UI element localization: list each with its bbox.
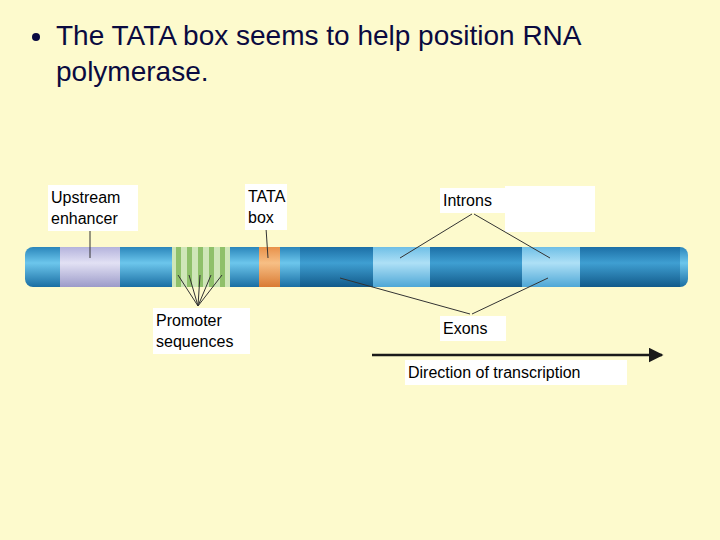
part-label: TATA box bbox=[245, 184, 287, 230]
promoter-stripe bbox=[220, 247, 225, 287]
bullet bbox=[32, 33, 40, 41]
intron-segment bbox=[522, 247, 580, 287]
leader-line bbox=[90, 228, 91, 258]
dna-bar bbox=[25, 247, 688, 287]
tata-segment bbox=[259, 247, 280, 287]
promoter-segment bbox=[172, 247, 230, 287]
part-label: Direction of transcription bbox=[405, 360, 627, 385]
slide-title: The TATA box seems to help position RNA … bbox=[56, 18, 656, 90]
exon-segment bbox=[300, 247, 373, 287]
promoter-stripe bbox=[176, 247, 181, 287]
leader-line bbox=[474, 214, 550, 258]
intron-segment bbox=[373, 247, 430, 287]
leader-line bbox=[178, 275, 198, 306]
leader-line bbox=[400, 214, 472, 258]
leader-line bbox=[472, 278, 548, 314]
leader-line bbox=[266, 228, 268, 258]
part-label: Upstream enhancer bbox=[48, 185, 138, 231]
leader-line bbox=[198, 275, 222, 306]
leader-line bbox=[198, 275, 211, 306]
part-label: Exons bbox=[440, 316, 506, 341]
leader-line bbox=[189, 275, 198, 306]
part-label: Promoter sequences bbox=[153, 308, 250, 354]
exon-segment bbox=[430, 247, 522, 287]
exon-segment bbox=[580, 247, 680, 287]
promoter-stripe bbox=[209, 247, 214, 287]
promoter-stripe bbox=[198, 247, 203, 287]
leader-line bbox=[340, 278, 470, 314]
part-label: Introns bbox=[440, 188, 506, 213]
direction-arrow bbox=[372, 354, 662, 357]
promoter-stripes bbox=[172, 247, 230, 287]
label-backing bbox=[505, 186, 595, 232]
leader-lines bbox=[90, 214, 550, 314]
